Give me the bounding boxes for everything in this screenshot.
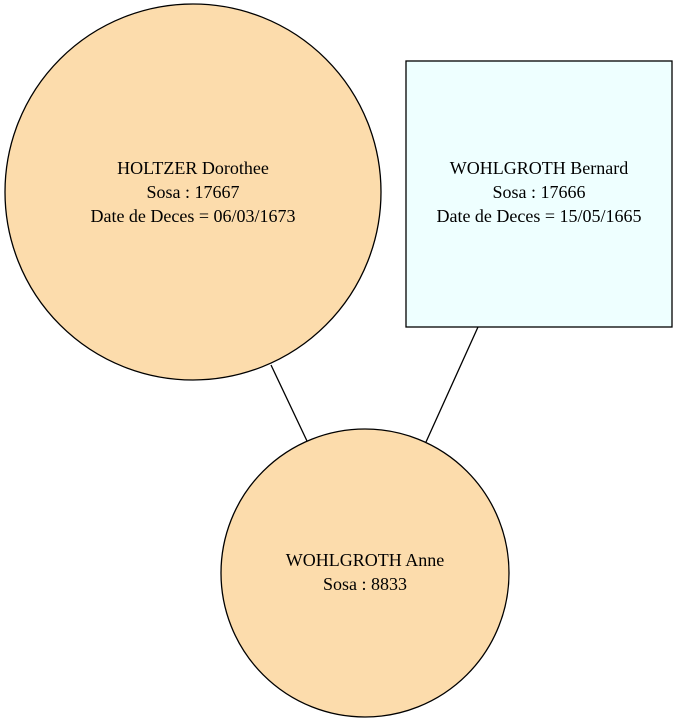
person-node-wohlgroth-anne[interactable]: WOHLGROTH Anne Sosa : 8833 [220,428,510,718]
edge-father-to-child [425,326,479,443]
person-name: WOHLGROTH Bernard [450,158,628,178]
person-sosa: Sosa : 17667 [146,182,239,202]
person-box-male [405,60,673,328]
person-name: WOHLGROTH Anne [286,550,444,570]
person-node-holtzer-dorothee[interactable]: HOLTZER Dorothee Sosa : 17667 Date de De… [4,3,382,381]
person-circle-female [220,428,510,718]
person-death-date: Date de Deces = 06/03/1673 [90,206,295,226]
person-sosa: Sosa : 8833 [323,574,407,594]
person-circle-female [4,3,382,381]
person-death-date: Date de Deces = 15/05/1665 [436,206,641,226]
person-node-wohlgroth-bernard[interactable]: WOHLGROTH Bernard Sosa : 17666 Date de D… [405,60,673,328]
person-name: HOLTZER Dorothee [117,158,269,178]
person-sosa: Sosa : 17666 [492,182,585,202]
edge-mother-to-child [270,364,308,442]
